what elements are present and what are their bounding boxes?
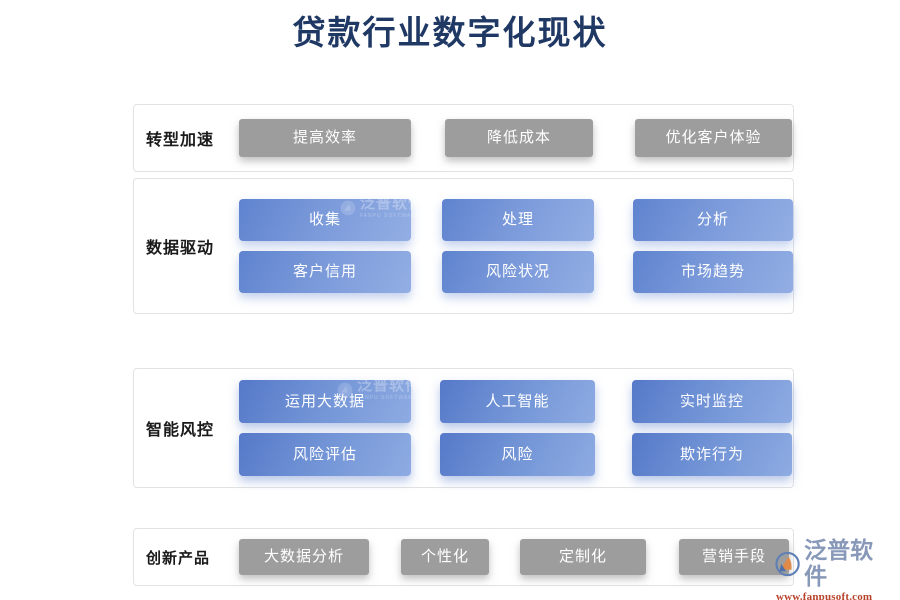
section-innovative-products: 创新产品 大数据分析 个性化 定制化 营销手段 [133,528,794,586]
section-transform: 转型加速 提高效率 降低成本 优化客户体验 [133,104,794,172]
chip-reduce-cost[interactable]: 降低成本 [445,119,593,157]
chip-market-trend[interactable]: 市场趋势 [633,251,793,293]
chip-row: 收集 处理 分析 [239,199,793,241]
section-body-transform: 提高效率 降低成本 优化客户体验 [239,119,796,157]
chip-big-data-analysis[interactable]: 大数据分析 [239,539,369,575]
section-label-innovative-products: 创新产品 [146,549,211,567]
chip-row: 客户信用 风险状况 市场趋势 [239,251,793,293]
brand-logo-top: 泛普软件 [775,538,893,590]
section-body-innovative-products: 大数据分析 个性化 定制化 营销手段 [239,539,793,575]
chip-risk-assessment[interactable]: 风险评估 [239,433,411,476]
page-title: 贷款行业数字化现状 [292,16,608,52]
chip-optimize-customer-experience[interactable]: 优化客户体验 [635,119,792,157]
chip-row: 运用大数据 人工智能 实时监控 [239,380,792,423]
chip-artificial-intelligence[interactable]: 人工智能 [440,380,595,423]
brand-logo: 泛普软件 www.fanpusoft.com [775,538,893,600]
section-body-data-driven: 收集 处理 分析 客户信用 风险状况 市场趋势 [239,199,797,293]
brand-logo-url: www.fanpusoft.com [776,591,873,600]
chip-collect[interactable]: 收集 [239,199,411,241]
brand-logo-name: 泛普软件 [804,538,874,589]
chip-improve-efficiency[interactable]: 提高效率 [239,119,411,157]
chip-apply-big-data[interactable]: 运用大数据 [239,380,411,423]
section-label-data-driven: 数据驱动 [146,240,215,257]
chip-analyze[interactable]: 分析 [633,199,793,241]
chip-row: 风险评估 风险 欺诈行为 [239,433,792,476]
chip-marketing-means[interactable]: 营销手段 [679,539,789,575]
chip-fraud-behavior[interactable]: 欺诈行为 [632,433,792,476]
section-body-risk-control: 运用大数据 人工智能 实时监控 风险评估 风险 欺诈行为 [239,380,796,476]
chip-risk-status[interactable]: 风险状况 [442,251,594,293]
chip-customization[interactable]: 定制化 [520,539,646,575]
chip-risk[interactable]: 风险 [440,433,595,476]
section-data-driven: 数据驱动 收集 处理 分析 客户信用 风险状况 市场趋势 [133,178,794,314]
chip-customer-credit[interactable]: 客户信用 [239,251,411,293]
chip-process[interactable]: 处理 [442,199,594,241]
section-intelligent-risk-control: 智能风控 运用大数据 人工智能 实时监控 风险评估 风险 欺诈行为 [133,368,794,488]
chip-personalization[interactable]: 个性化 [401,539,489,575]
section-label-risk-control: 智能风控 [146,422,215,439]
chip-real-time-monitoring[interactable]: 实时监控 [632,380,792,423]
chip-row: 提高效率 降低成本 优化客户体验 [239,119,792,157]
fanpu-logo-icon [775,551,800,577]
section-label-transform: 转型加速 [146,132,215,149]
chip-row: 大数据分析 个性化 定制化 营销手段 [239,539,789,575]
